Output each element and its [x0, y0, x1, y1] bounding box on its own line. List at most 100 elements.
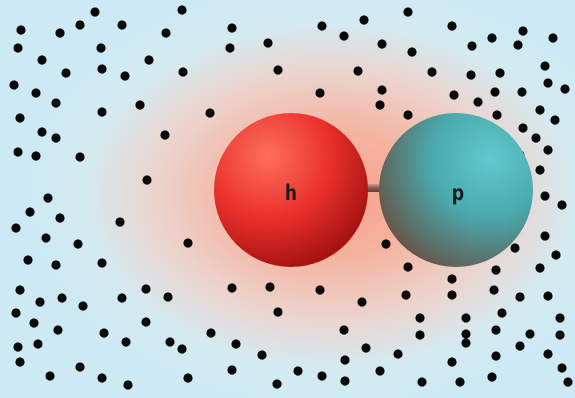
electron-dot	[415, 330, 425, 340]
electron-dot	[540, 191, 550, 201]
electron-dot	[340, 355, 350, 365]
electron-dot	[495, 68, 505, 78]
electron-dot	[461, 329, 471, 339]
electron-dot	[61, 68, 71, 78]
electron-dot	[339, 325, 349, 335]
electron-dot	[551, 250, 561, 260]
electron-dot	[361, 343, 371, 353]
electron-dot	[117, 20, 127, 30]
electron-dot	[160, 130, 170, 140]
particle-h-sphere	[214, 113, 368, 267]
electron-dot	[13, 43, 23, 53]
electron-dot	[9, 80, 19, 90]
electron-dot	[120, 71, 130, 81]
electron-dot	[273, 65, 283, 75]
electron-dot	[73, 239, 83, 249]
electron-dot	[403, 7, 413, 17]
electron-dot	[375, 366, 385, 376]
electron-dot	[183, 373, 193, 383]
electron-dot	[142, 175, 152, 185]
electron-dot	[353, 66, 363, 76]
electron-dot	[403, 262, 413, 272]
electron-dot	[37, 127, 47, 137]
electron-dot	[377, 85, 387, 95]
electron-dot	[489, 285, 499, 295]
particle-p: p	[379, 113, 533, 267]
electron-dot	[272, 379, 282, 389]
particle-p-label: p	[452, 181, 465, 205]
electron-dot	[560, 84, 570, 94]
electron-dot	[13, 147, 23, 157]
electron-dot	[57, 293, 67, 303]
electron-dot	[407, 47, 417, 57]
electron-dot	[115, 217, 125, 227]
electron-dot	[403, 110, 413, 120]
electron-dot	[31, 88, 41, 98]
electron-dot	[161, 28, 171, 38]
electron-dot	[317, 371, 327, 381]
electron-dot	[41, 233, 51, 243]
electron-dot	[317, 21, 327, 31]
electron-dot	[515, 341, 525, 351]
electron-dot	[375, 100, 385, 110]
electron-dot	[206, 328, 216, 338]
electron-dot	[555, 313, 565, 323]
electron-dot	[31, 151, 41, 161]
electron-dot	[178, 67, 188, 77]
electron-dot	[205, 108, 215, 118]
electron-dot	[141, 284, 151, 294]
electron-dot	[447, 357, 457, 367]
electron-dot	[227, 283, 237, 293]
electron-dot	[117, 293, 127, 303]
electron-dot	[449, 90, 459, 100]
electron-dot	[99, 328, 109, 338]
electron-dot	[555, 330, 565, 340]
electron-dot	[557, 363, 567, 373]
electron-dot	[23, 255, 33, 265]
electron-dot	[11, 223, 21, 233]
particle-h-label: h	[285, 181, 298, 205]
electron-dot	[183, 238, 193, 248]
electron-dot	[543, 291, 553, 301]
electron-dot	[96, 43, 106, 53]
electron-dot	[15, 285, 25, 295]
electron-dot	[227, 365, 237, 375]
electron-dot	[563, 377, 573, 387]
electron-dot	[513, 40, 523, 50]
electron-dot	[55, 213, 65, 223]
electron-dot	[447, 274, 457, 284]
electron-dot	[51, 260, 61, 270]
electron-dot	[466, 70, 476, 80]
electron-dot	[455, 377, 465, 387]
electron-dot	[15, 113, 25, 123]
electron-dot	[177, 344, 187, 354]
electron-dot	[548, 33, 558, 43]
electron-dot	[535, 165, 545, 175]
electron-dot	[29, 318, 39, 328]
electron-dot	[45, 371, 55, 381]
electron-dot	[123, 380, 133, 390]
electron-dot	[531, 133, 541, 143]
electron-dot	[401, 290, 411, 300]
electron-dot	[273, 307, 283, 317]
electron-dot	[225, 43, 235, 53]
electron-dot	[75, 362, 85, 372]
electron-dot	[543, 78, 553, 88]
electron-dot	[487, 372, 497, 382]
electron-dot	[315, 285, 325, 295]
electron-dot	[165, 337, 175, 347]
electron-dot	[491, 325, 501, 335]
electron-dot	[97, 107, 107, 117]
electron-dot	[13, 342, 23, 352]
electron-dot	[78, 301, 88, 311]
electron-dot	[487, 33, 497, 43]
electron-dot	[447, 290, 457, 300]
electron-dot	[427, 67, 437, 77]
electron-dot	[393, 349, 403, 359]
electron-dot	[75, 152, 85, 162]
particle-p-sphere	[379, 113, 533, 267]
electron-dot	[377, 39, 387, 49]
electron-dot	[55, 28, 65, 38]
